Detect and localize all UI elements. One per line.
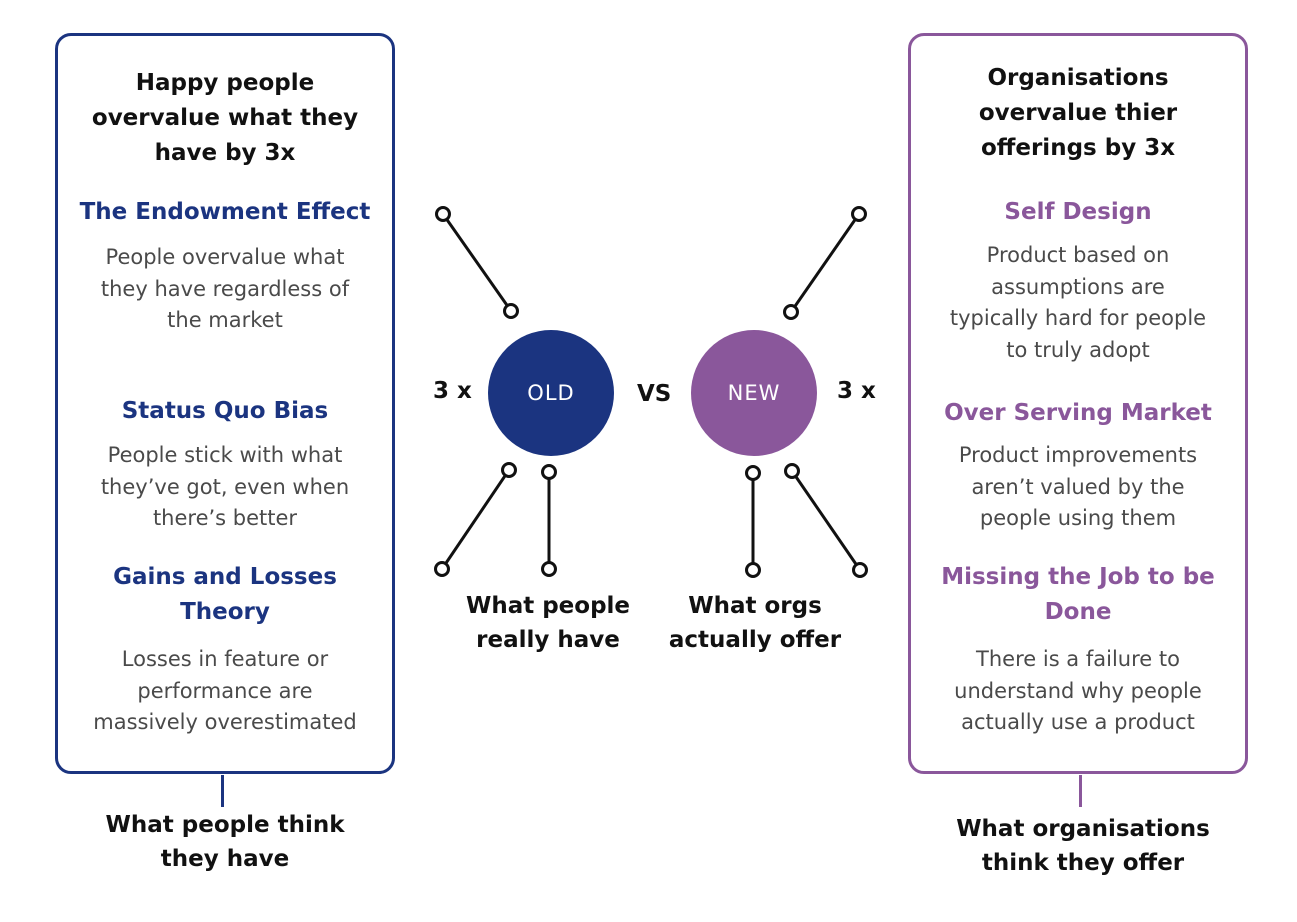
connector-node <box>745 465 761 481</box>
gains-and-losses-description: Losses in feature or performance are mas… <box>93 647 357 734</box>
left-multiplier: 3 x <box>433 378 472 404</box>
connector-node <box>852 562 868 578</box>
over-serving-market-title: Over Serving Market <box>944 400 1212 426</box>
connector-line <box>790 470 862 571</box>
left-panel: Happy people overvalue what they have by… <box>55 33 395 774</box>
connector-line <box>441 213 513 312</box>
connector-node <box>501 462 517 478</box>
status-quo-bias-description: People stick with what they’ve got, even… <box>100 443 350 530</box>
endowment-effect-title: The Endowment Effect <box>79 199 371 225</box>
center-right-caption: What orgs actually offer <box>668 593 842 653</box>
right-panel-heading: Organisations overvalue thier offerings … <box>978 65 1178 161</box>
self-design-description: Product based on assumptions are typical… <box>949 243 1207 362</box>
connector-line <box>440 469 511 570</box>
right-multiplier: 3 x <box>837 378 876 404</box>
connector-node <box>541 464 557 480</box>
connector-node <box>851 206 867 222</box>
connector-node <box>435 206 451 222</box>
vs-label: VS <box>637 381 672 407</box>
old-label: OLD <box>527 381 575 405</box>
old-circle: OLD <box>488 330 614 456</box>
new-circle: NEW <box>691 330 817 456</box>
connector-line <box>789 213 861 313</box>
right-panel-caption: What organisations think they offer <box>956 816 1210 876</box>
left-panel-heading: Happy people overvalue what they have by… <box>91 70 359 166</box>
left-panel-caption: What people think they have <box>105 812 345 872</box>
right-panel-stem <box>1079 775 1082 807</box>
over-serving-market-description: Product improvements aren’t valued by th… <box>958 443 1198 530</box>
self-design-title: Self Design <box>1004 199 1152 225</box>
connector-node <box>784 463 800 479</box>
connector-node <box>503 303 519 319</box>
center-left-caption: What people really have <box>465 593 631 653</box>
connector-node <box>434 561 450 577</box>
endowment-effect-description: People overvalue what they have regardle… <box>100 245 350 332</box>
left-panel-stem <box>221 775 224 807</box>
connector-node <box>745 562 761 578</box>
connector-node <box>541 561 557 577</box>
gains-and-losses-title: Gains and Losses Theory <box>113 564 337 625</box>
connector-node <box>783 304 799 320</box>
right-panel: Organisations overvalue thier offerings … <box>908 33 1248 774</box>
status-quo-bias-title: Status Quo Bias <box>121 398 329 424</box>
new-label: NEW <box>727 381 781 405</box>
missing-job-title: Missing the Job to be Done <box>941 564 1215 625</box>
missing-job-description: There is a failure to understand why peo… <box>954 647 1202 734</box>
